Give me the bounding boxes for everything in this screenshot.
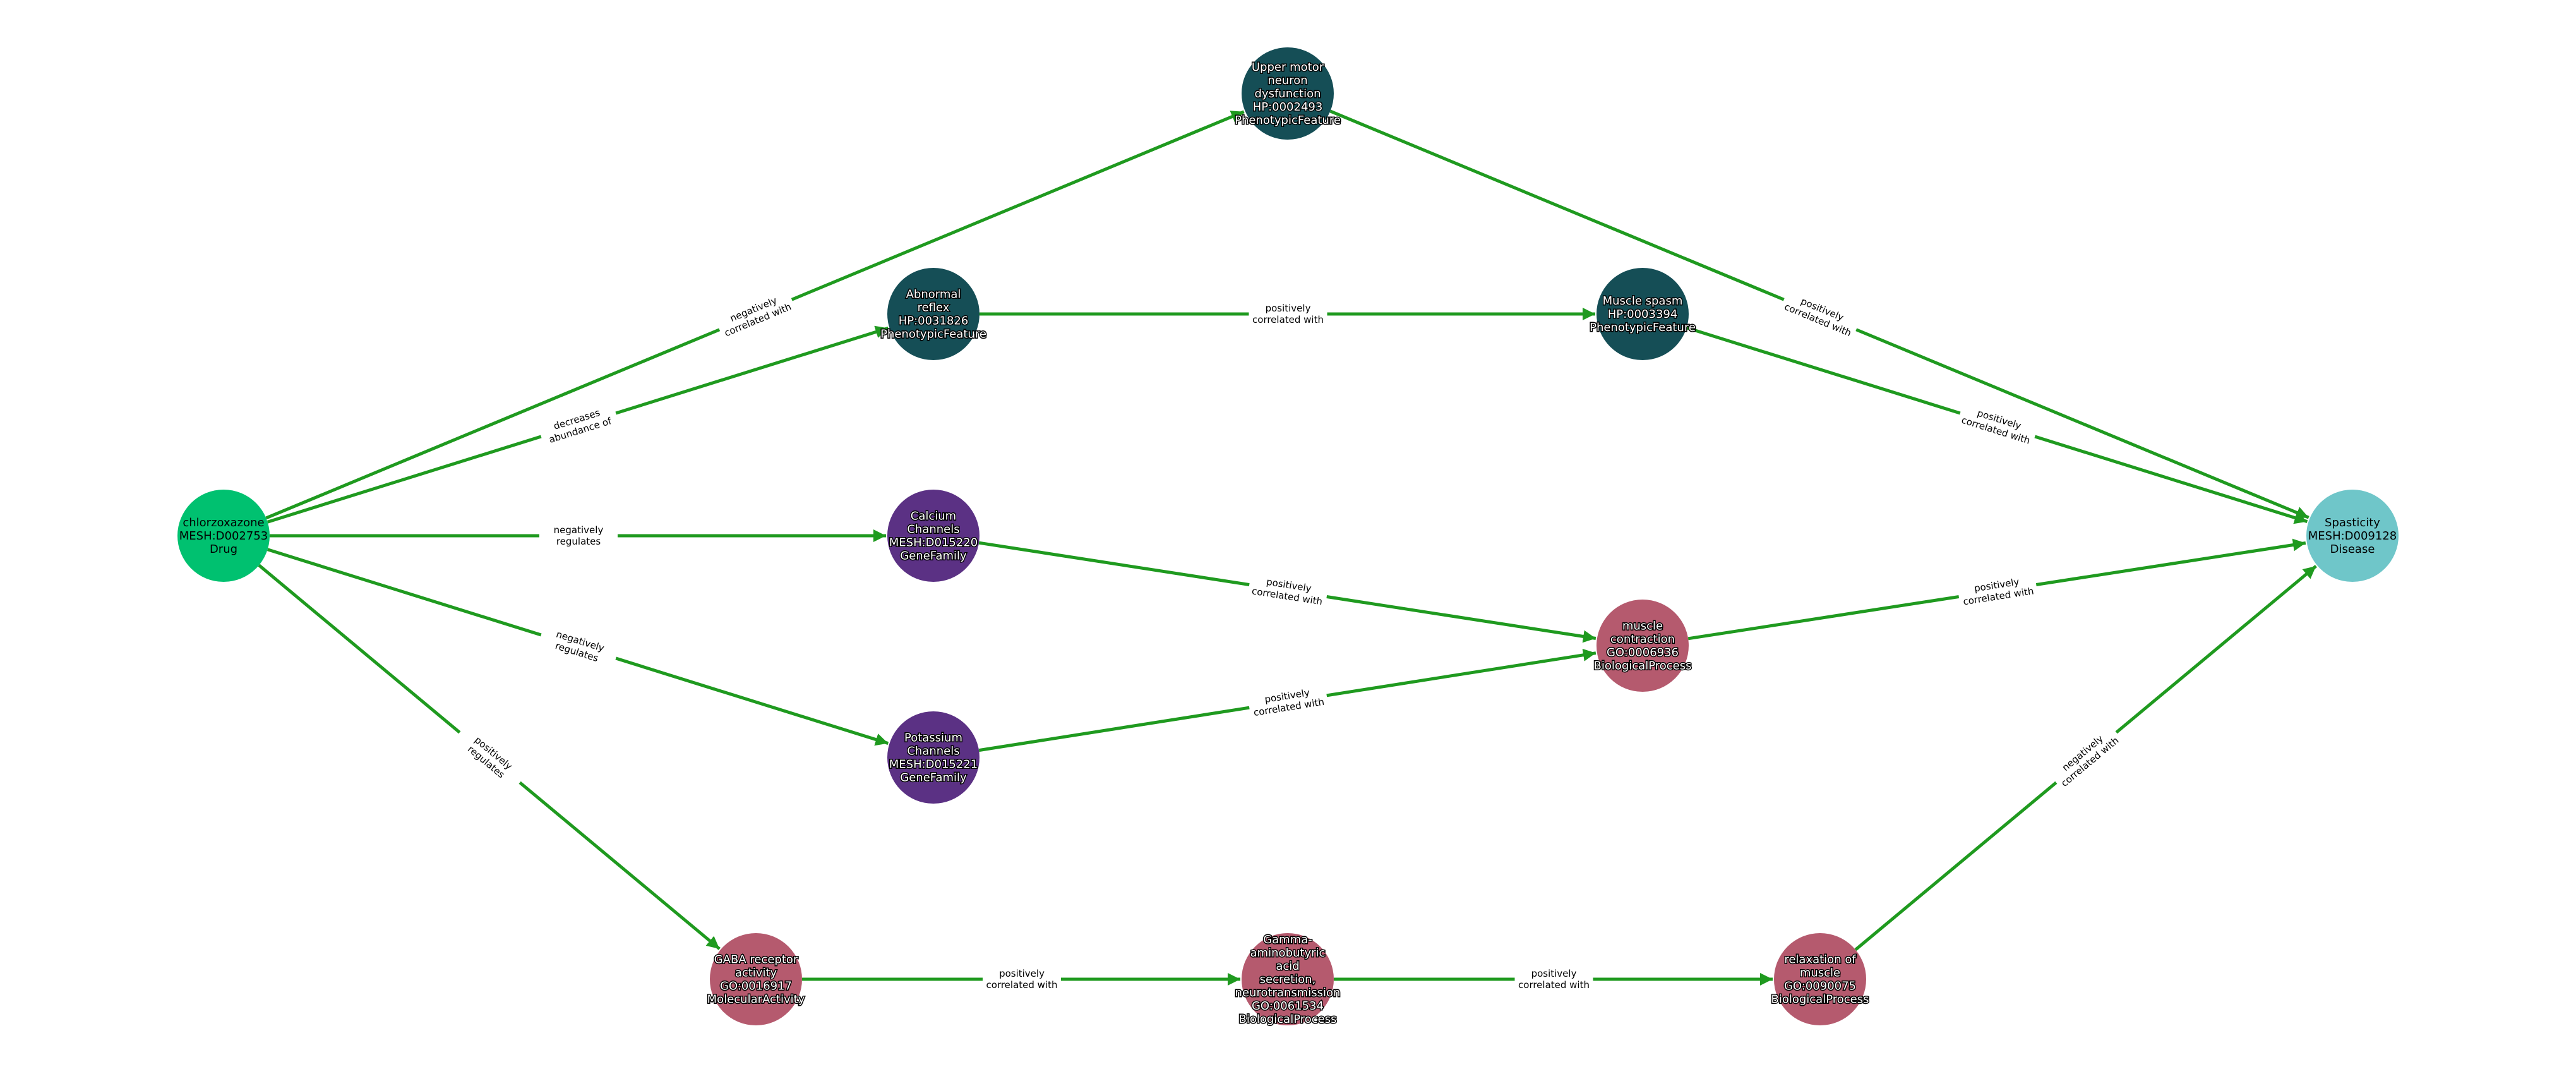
- node-abnormal_reflex[interactable]: AbnormalreflexHP:0031826PhenotypicFeatur…: [880, 268, 987, 360]
- node-label-line: GeneFamily: [900, 771, 967, 785]
- node-label-line: GO:0061534: [1252, 999, 1324, 1013]
- node-label-line: PhenotypicFeature: [1235, 114, 1341, 127]
- node-label-line: Drug: [210, 543, 237, 556]
- node-label-line: chlorzoxazone: [183, 516, 264, 529]
- node-circle[interactable]: [1242, 47, 1334, 140]
- node-label-line: BiologicalProcess: [1238, 1013, 1336, 1026]
- node-label-line: GO:0090075: [1784, 980, 1856, 993]
- node-label-line: aminobutyric: [1250, 946, 1326, 960]
- node-label-line: Potassium: [904, 732, 962, 745]
- node-label-line: GABA receptor: [714, 953, 798, 967]
- node-relaxation[interactable]: relaxation ofmuscleGO:0090075BiologicalP…: [1770, 933, 1870, 1025]
- node-label-line: MESH:D015221: [889, 758, 978, 771]
- node-label-line: neuron: [1267, 74, 1307, 87]
- node-circle[interactable]: [2306, 490, 2399, 582]
- node-circle[interactable]: [177, 490, 270, 582]
- node-label-line: BiologicalProcess: [1593, 660, 1691, 673]
- edge-label-line: correlated with: [1252, 314, 1324, 325]
- edge-label-line: correlated with: [1518, 979, 1590, 991]
- node-circle[interactable]: [887, 711, 979, 804]
- node-label-line: secretion,: [1260, 973, 1316, 986]
- node-label-line: Muscle spasm: [1603, 294, 1683, 308]
- edge-label-line: positively: [999, 968, 1045, 979]
- node-label-line: Channels: [907, 523, 959, 536]
- node-label-line: Disease: [2330, 543, 2375, 556]
- node-label-line: activity: [735, 967, 777, 980]
- node-gaba_secretion[interactable]: Gamma-aminobutyricacidsecretion,neurotra…: [1234, 932, 1341, 1027]
- node-upper_motor[interactable]: Upper motorneurondysfunctionHP:0002493Ph…: [1234, 47, 1341, 140]
- node-label-line: GO:0006936: [1607, 646, 1679, 660]
- node-label-line: Calcium: [911, 510, 956, 523]
- edge-label-line: negatively: [554, 524, 604, 536]
- node-circle[interactable]: [1597, 600, 1689, 692]
- node-circle[interactable]: [1242, 933, 1334, 1025]
- node-label-line: Gamma-: [1263, 933, 1312, 946]
- node-label-line: PhenotypicFeature: [880, 328, 986, 341]
- node-label-line: neurotransmission: [1235, 986, 1341, 999]
- node-label-line: HP:0003394: [1608, 308, 1678, 321]
- node-label-line: acid: [1276, 960, 1299, 973]
- node-circle[interactable]: [1774, 933, 1866, 1025]
- node-label-line: relaxation of: [1784, 953, 1856, 967]
- node-label-line: HP:0002493: [1253, 100, 1323, 114]
- node-label-line: GO:0016917: [720, 980, 792, 993]
- node-circle[interactable]: [887, 490, 979, 582]
- node-label-line: muscle: [1622, 620, 1663, 633]
- node-label-line: muscle: [1800, 967, 1840, 980]
- node-muscle_contraction[interactable]: musclecontractionGO:0006936BiologicalPro…: [1593, 600, 1692, 692]
- node-label-line: MESH:D015220: [889, 536, 978, 550]
- node-label-line: Upper motor: [1252, 61, 1324, 74]
- edge-label-line: positively: [1266, 303, 1311, 314]
- node-gaba_receptor[interactable]: GABA receptoractivityGO:0016917Molecular…: [706, 933, 806, 1025]
- node-label-line: MESH:D002753: [179, 529, 268, 543]
- node-label-line: Channels: [907, 745, 959, 758]
- node-label-line: HP:0031826: [899, 315, 969, 328]
- node-label-line: MESH:D009128: [2308, 529, 2397, 543]
- node-label-line: Spasticity: [2325, 516, 2380, 529]
- node-label-line: Abnormal: [906, 288, 961, 301]
- node-circle[interactable]: [887, 268, 979, 360]
- edge-label-line: regulates: [556, 536, 601, 547]
- edge-label-line: positively: [1531, 968, 1577, 979]
- node-circle[interactable]: [1597, 268, 1689, 360]
- node-label-line: PhenotypicFeature: [1590, 321, 1696, 334]
- node-label-line: reflex: [918, 301, 950, 315]
- node-label-line: GeneFamily: [900, 550, 967, 563]
- node-label-line: BiologicalProcess: [1771, 993, 1869, 1006]
- node-circle[interactable]: [710, 933, 802, 1025]
- node-label-line: contraction: [1610, 633, 1675, 646]
- edge-label-line: correlated with: [986, 979, 1058, 991]
- node-label-line: MolecularActivity: [707, 993, 805, 1006]
- node-label-line: dysfunction: [1255, 87, 1321, 100]
